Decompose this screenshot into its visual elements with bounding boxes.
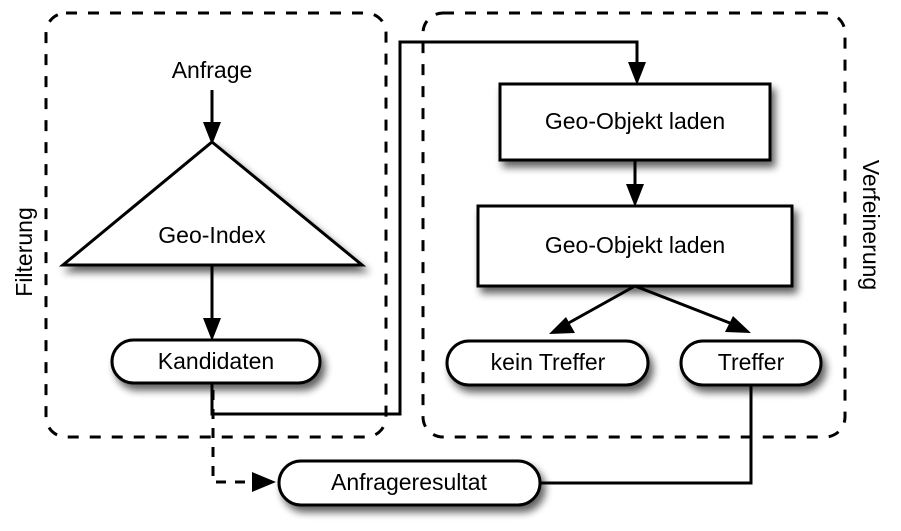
node-anfrage[interactable]: Anfrage: [172, 57, 253, 83]
node-geo-objekt-laden-1[interactable]: Geo-Objekt laden: [498, 82, 772, 162]
group-filterung-label: Filterung: [11, 207, 37, 296]
node-anfrageresultat-label: Anfrageresultat: [331, 469, 488, 495]
node-geo-objekt-laden-1-label: Geo-Objekt laden: [545, 108, 725, 134]
arrow-head-icon: [628, 62, 646, 85]
node-kandidaten-label: Kandidaten: [158, 348, 274, 374]
arrow-head-icon: [725, 316, 751, 333]
node-kein-treffer[interactable]: kein Treffer: [445, 339, 650, 387]
group-filterung: Filterung: [11, 11, 388, 439]
node-geo-index-label: Geo-Index: [158, 222, 266, 248]
node-anfrageresultat-shape: [277, 459, 542, 507]
edge-geo-objekt-laden-2-to-kein-treffer: [549, 284, 636, 334]
arrow-head-icon: [252, 472, 276, 492]
edge-kandidaten-to-geo-objekt-laden-1: [210, 40, 646, 416]
edge-treffer-to-anfrageresultat: [540, 385, 753, 485]
node-kandidaten-shape: [110, 338, 322, 385]
edge-kandidaten-to-anfrageresultat: [211, 390, 276, 492]
group-verfeinerung: Verfeinerung: [421, 11, 884, 439]
edge-geo-objekt-laden-1-to-2: [626, 160, 644, 207]
arrow-head-icon: [203, 318, 221, 341]
node-anfrageresultat[interactable]: Anfrageresultat: [277, 459, 542, 507]
group-verfeinerung-box: [421, 11, 847, 439]
node-treffer-shape: [679, 339, 823, 387]
edge-anfrage-to-geo-index: [203, 90, 221, 145]
node-kein-treffer-label: kein Treffer: [491, 349, 606, 375]
node-treffer-label: Treffer: [718, 349, 785, 375]
node-geo-objekt-laden-2[interactable]: Geo-Objekt laden: [476, 204, 794, 288]
arrow-head-icon: [549, 317, 575, 334]
node-geo-index[interactable]: Geo-Index: [58, 140, 367, 267]
node-kandidaten[interactable]: Kandidaten: [110, 338, 322, 385]
node-treffer[interactable]: Treffer: [679, 339, 823, 387]
edge-geo-objekt-laden-2-to-treffer: [634, 284, 751, 333]
arrow-head-icon: [626, 184, 644, 207]
node-kein-treffer-shape: [445, 339, 650, 387]
node-anfrage-label: Anfrage: [172, 57, 253, 83]
arrow-head-icon: [203, 122, 221, 145]
edge-geo-index-to-kandidaten: [203, 265, 221, 341]
node-geo-objekt-laden-2-shape: [476, 204, 794, 288]
node-geo-index-shape: [58, 140, 367, 267]
node-geo-objekt-laden-1-shape: [498, 82, 772, 162]
node-geo-objekt-laden-2-label: Geo-Objekt laden: [545, 232, 725, 258]
group-verfeinerung-label: Verfeinerung: [858, 160, 884, 290]
